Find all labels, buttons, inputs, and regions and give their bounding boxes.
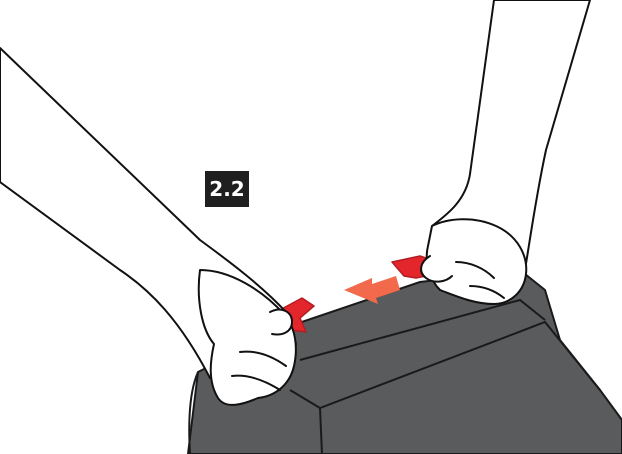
left-hand <box>0 48 296 405</box>
left-fist <box>199 270 296 405</box>
left-thumb <box>270 310 292 335</box>
right-hand <box>421 0 590 304</box>
step-number-label: 2.2 <box>209 177 244 201</box>
step-number-badge: 2.2 <box>205 171 249 207</box>
